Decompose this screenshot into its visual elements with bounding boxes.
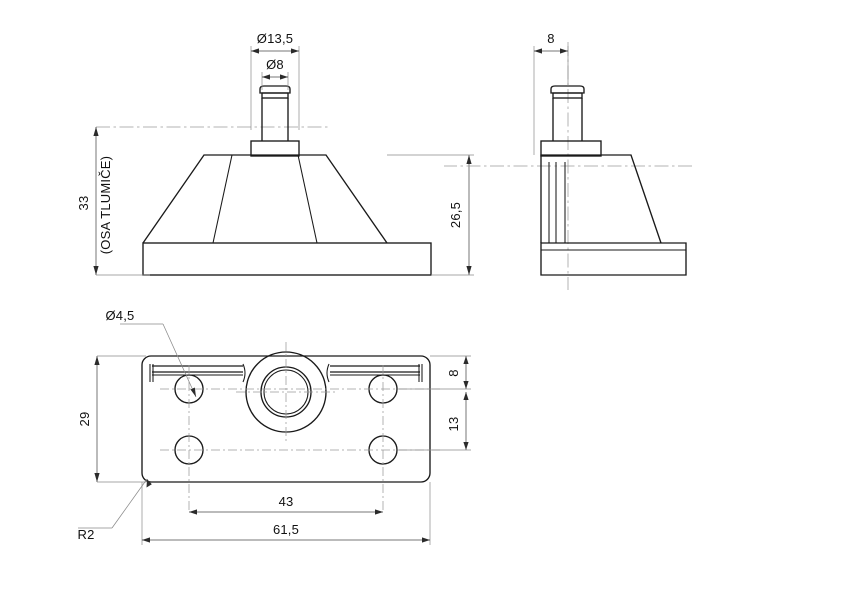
arrowhead-height29-bottom xyxy=(94,473,100,482)
arrowhead-offset13-top xyxy=(463,392,469,400)
dim-label-stud-inner-dia: Ø8 xyxy=(266,57,284,72)
arrowhead-dia135-right xyxy=(291,48,299,54)
arrowhead-dia8-right xyxy=(280,74,288,80)
arrowhead-offset8-bottom xyxy=(463,381,469,389)
dim-label-hole-dia: Ø4,5 xyxy=(106,308,135,323)
dim-label-stud-outer-dia: Ø13,5 xyxy=(257,31,293,46)
arrowhead-dia45 xyxy=(190,387,196,397)
dim-label-plate-height: 29 xyxy=(77,412,92,427)
front-cone-inner-edge-right xyxy=(297,154,318,244)
front-cone-inner-edge-left xyxy=(212,154,233,244)
arrowhead-r2 xyxy=(146,479,152,488)
front-cone-body-outline xyxy=(142,154,388,244)
leader-line-dia45 xyxy=(162,323,197,398)
arrowhead-height29-top xyxy=(94,356,100,365)
arrowhead-offset8-top xyxy=(463,356,469,364)
side-stud-cap-ring xyxy=(550,85,585,94)
arrowhead-length43-left xyxy=(189,509,197,515)
top-left-slot-end-cap xyxy=(149,364,154,382)
dim-label-hole-spacing-y: 13 xyxy=(446,417,461,432)
arrowhead-length43-right xyxy=(375,509,383,515)
arrowhead-height33-bottom xyxy=(93,266,99,275)
arrowhead-height33-top xyxy=(93,127,99,136)
side-elevation-view: 8 xyxy=(444,31,692,290)
side-collar-block-outline xyxy=(540,140,602,157)
arrowhead-width8-left xyxy=(534,48,542,54)
arrowhead-height265-bottom xyxy=(466,266,472,275)
arrowhead-width8-right xyxy=(560,48,568,54)
leader-line-r2 xyxy=(111,478,148,529)
dim-label-edge-to-hole: 8 xyxy=(446,369,461,376)
side-base-plate-outline xyxy=(540,242,687,276)
note-label-damper-axis: (OSA TLUMIČE) xyxy=(98,156,113,254)
front-elevation-view: Ø13,5 Ø8 33 (OSA TLUMIČE) 26,5 xyxy=(76,31,474,276)
front-collar-block-outline xyxy=(250,140,300,157)
arrowhead-height265-top xyxy=(466,155,472,164)
dim-label-stud-width: 8 xyxy=(547,31,554,46)
top-left-slot-inner-cap xyxy=(242,363,246,383)
top-right-slot-end-cap xyxy=(418,364,423,382)
top-plan-view: Ø4,5 R2 29 8 13 xyxy=(77,308,471,545)
arrowhead-length615-right xyxy=(422,537,430,543)
arrowhead-dia135-left xyxy=(251,48,259,54)
arrowhead-dia8-left xyxy=(262,74,270,80)
top-right-slot-inner-cap xyxy=(326,363,330,383)
dim-label-body-height: 26,5 xyxy=(448,202,463,228)
arrowhead-offset13-bottom xyxy=(463,442,469,450)
arrowhead-length615-left xyxy=(142,537,150,543)
dim-label-corner-radius: R2 xyxy=(77,527,94,542)
dim-label-hole-spacing-x: 43 xyxy=(279,494,294,509)
dim-label-plate-width: 61,5 xyxy=(273,522,299,537)
dim-label-total-height: 33 xyxy=(76,196,91,211)
front-base-plate-outline xyxy=(142,242,432,276)
front-stud-cap-ring xyxy=(259,85,291,94)
side-body-outline xyxy=(540,154,662,244)
